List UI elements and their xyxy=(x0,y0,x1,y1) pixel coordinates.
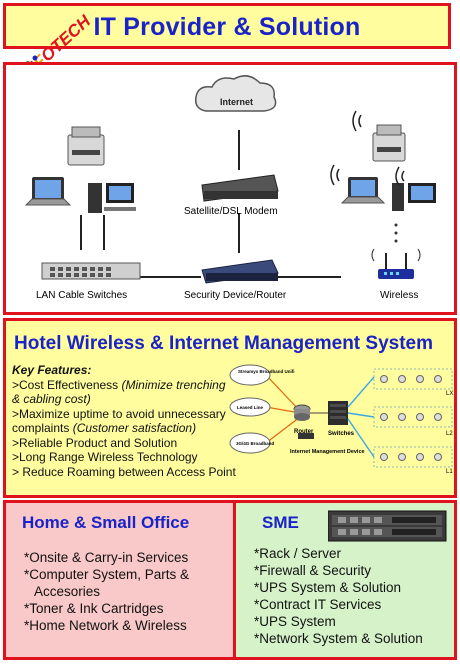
wireless-label: Wireless xyxy=(380,290,418,301)
feature-line: >Reliable Product and Solution xyxy=(12,435,178,450)
key-features: Key Features: >Cost Effectiveness (Minim… xyxy=(12,363,236,479)
modem-label: Satellite/DSL Modem xyxy=(184,206,278,217)
hotel-system-panel: Hotel Wireless & Internet Management Sys… xyxy=(3,318,457,498)
hotel-router-label: Router xyxy=(294,429,314,435)
home-office-panel: Home & Small Office *Onsite & Carry-in S… xyxy=(3,500,236,660)
header-banner: IT Provider & Solution xyxy=(3,3,451,49)
list-item: *Network System & Solution xyxy=(254,631,423,646)
laptop-icon xyxy=(24,177,72,206)
internet-label: Internet xyxy=(220,97,253,107)
network-diagram: Internet Satellite xyxy=(24,75,436,301)
internet-cloud-icon xyxy=(194,75,277,112)
key-features-title: Key Features: xyxy=(12,363,92,377)
list-item: *Firewall & Security xyxy=(254,563,372,578)
list-item: *Computer System, Parts & xyxy=(24,567,190,582)
router-label: Security Device/Router xyxy=(184,290,287,301)
sme-title: SME xyxy=(262,513,299,532)
switch-stack-icon xyxy=(328,401,348,425)
wireless-router-icon xyxy=(371,248,421,279)
input-leased: Leased Line xyxy=(237,405,264,410)
hotel-network-diagram: Streamyx Broadband Unifi Leased Line 3G/… xyxy=(229,364,453,475)
sme-services-list: *Rack / Server *Firewall & Security *UPS… xyxy=(254,545,423,647)
hotel-router-icon xyxy=(293,404,311,421)
input-3g: 3G/4G Broadband xyxy=(236,441,275,446)
wireless-laptop-icon xyxy=(340,177,386,204)
printer-icon xyxy=(67,126,105,166)
feature-line: >Maximize uptime to avoid unnecessary xyxy=(12,406,226,421)
input-streamyx: Streamyx Broadband Unifi xyxy=(238,369,295,374)
dotted-connection-icon xyxy=(394,223,398,243)
home-services-list: *Onsite & Carry-in Services *Computer Sy… xyxy=(24,549,189,634)
modem-icon xyxy=(201,174,279,202)
floor-grid-icon xyxy=(373,368,453,468)
level-lx: LX xyxy=(446,391,453,397)
network-diagram-panel: Internet Satellite xyxy=(3,62,457,315)
lan-switch-icon xyxy=(41,262,141,280)
input-badges xyxy=(229,364,271,454)
security-router-icon xyxy=(201,259,279,284)
list-item: *UPS System & Solution xyxy=(254,580,402,595)
list-item: *Contract IT Services xyxy=(254,597,382,612)
switches-label: LAN Cable Switches xyxy=(36,290,127,301)
list-item: *Rack / Server xyxy=(254,546,342,561)
feature-line: & cabling cost) xyxy=(12,392,91,406)
hotel-switches-label: Switches xyxy=(328,431,355,437)
wifi-signal-icon xyxy=(330,110,405,186)
list-item: *Toner & Ink Cartridges xyxy=(24,601,164,616)
wireless-desktop-icon xyxy=(392,183,436,211)
printer-icon-right xyxy=(372,124,406,162)
feature-line: >Cost Effectiveness (Minimize trenching xyxy=(12,377,226,392)
home-office-title: Home & Small Office xyxy=(22,513,190,532)
mgmt-device-label: Internet Management Device xyxy=(290,449,365,455)
feature-line: >Long Range Wireless Technology xyxy=(12,450,198,464)
desktop-pc-icon xyxy=(88,183,136,213)
list-item: *Home Network & Wireless xyxy=(24,618,187,633)
feature-line: > Reduce Roaming between Access Point xyxy=(12,464,236,479)
level-l2: L2 xyxy=(446,431,453,437)
list-item: Accesories xyxy=(34,584,101,599)
sme-panel: SME *Rack / Server *Firewall & Security … xyxy=(236,500,457,660)
list-item: *UPS System xyxy=(254,614,336,629)
page-title: IT Provider & Solution xyxy=(93,13,361,41)
rack-server-icon xyxy=(328,510,447,542)
level-l1: L1 xyxy=(446,469,453,475)
floor-links xyxy=(347,376,375,458)
feature-line: complaints (Customer satisfaction) xyxy=(12,421,197,435)
hotel-title: Hotel Wireless & Internet Management Sys… xyxy=(14,333,434,354)
list-item: *Onsite & Carry-in Services xyxy=(24,550,189,565)
